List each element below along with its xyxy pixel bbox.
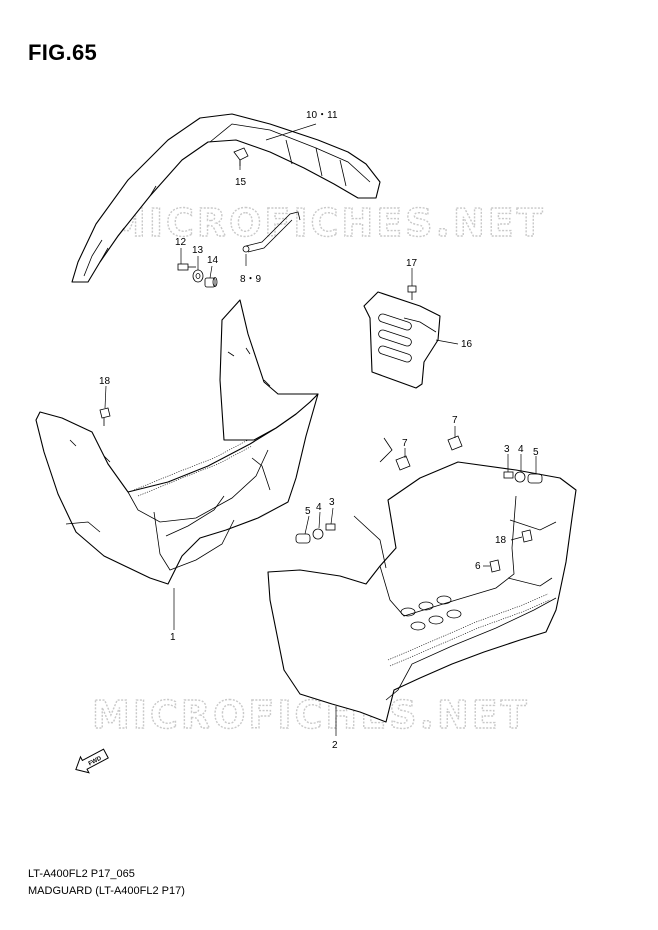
callout-3-left: 3 (329, 497, 335, 508)
part-bolt-17 (407, 285, 417, 300)
part-clip-7-lower (395, 455, 411, 471)
callout-16: 16 (461, 339, 473, 350)
diagram-code: LT-A400FL2 P17_065 (28, 868, 135, 880)
watermark-top: MICROFICHES.NET (108, 201, 546, 245)
part-madguard-right (267, 437, 577, 723)
part-bolt-6 (489, 559, 501, 573)
part-plate-16 (363, 291, 441, 389)
part-washer-13 (192, 269, 204, 283)
part-bolt-18-left (99, 407, 111, 426)
callout-13: 13 (192, 245, 204, 256)
callout-2: 2 (332, 740, 338, 751)
watermark-bottom: MICROFICHES.NET (92, 693, 530, 737)
part-clip-7-upper (447, 435, 463, 451)
part-madguard-left (35, 299, 319, 585)
callout-5-right: 5 (533, 447, 539, 458)
part-grommet-14 (204, 277, 218, 288)
callout-18-left: 18 (99, 376, 111, 387)
leader-lines (104, 123, 537, 736)
callout-5-left: 5 (305, 506, 311, 517)
part-bolt-3-right (503, 471, 514, 479)
callout-14: 14 (207, 255, 219, 266)
callout-8-9: 8・9 (240, 274, 262, 285)
callout-18-right: 18 (495, 535, 507, 546)
callout-7-lower: 7 (402, 438, 408, 449)
part-grommet-5-left (295, 533, 311, 544)
fwd-arrow-icon: FWD (75, 748, 109, 774)
callout-4-right: 4 (518, 444, 524, 455)
callout-17: 17 (406, 258, 418, 269)
part-bracket-rod (242, 211, 301, 253)
part-fender-guard (71, 113, 381, 283)
diagram-caption: MADGUARD (LT-A400FL2 P17) (28, 885, 185, 897)
callout-15: 15 (235, 177, 247, 188)
callout-6: 6 (475, 561, 481, 572)
part-bolt-18-right (521, 529, 533, 543)
callout-7-upper: 7 (452, 415, 458, 426)
part-bolt-12 (177, 263, 196, 271)
part-bolt-3-left (325, 523, 336, 531)
callout-4-left: 4 (316, 502, 322, 513)
callout-10-11: 10・11 (306, 110, 338, 121)
figure-title: FIG.65 (28, 40, 98, 65)
part-grommet-5-right (527, 473, 543, 484)
callout-3-right: 3 (504, 444, 510, 455)
callout-1: 1 (170, 632, 176, 643)
part-clip-15 (233, 147, 249, 166)
part-washer-4-left (312, 528, 324, 540)
callout-12: 12 (175, 237, 187, 248)
part-washer-4-right (514, 471, 526, 483)
